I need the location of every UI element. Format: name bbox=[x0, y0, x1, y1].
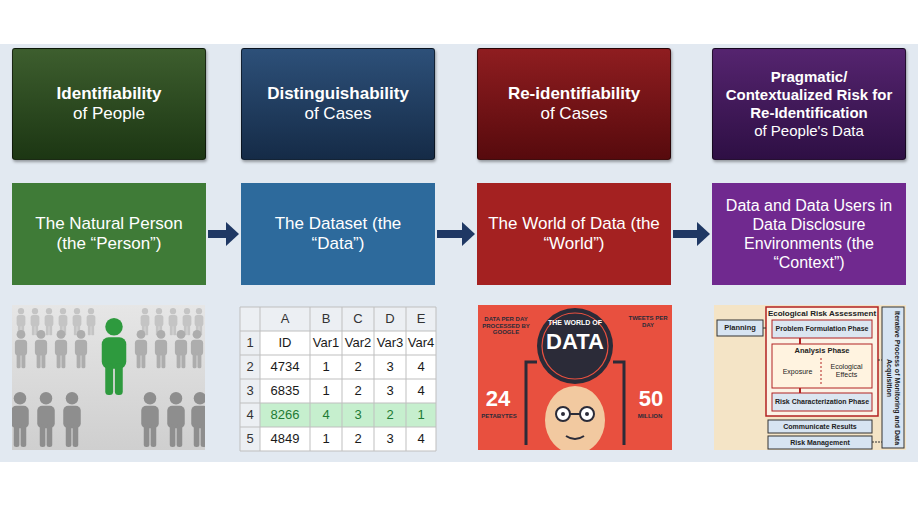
node-text: The Natural Person (the “Person”) bbox=[20, 214, 198, 255]
table-cell: E bbox=[406, 307, 436, 331]
node-text: of Cases bbox=[540, 104, 607, 124]
table-cell: 3 bbox=[374, 355, 406, 379]
table-cell: Var3 bbox=[374, 331, 406, 355]
ecological-flowchart-illustration bbox=[714, 305, 906, 450]
table-cell: 3 bbox=[342, 403, 374, 427]
node-text: of People bbox=[73, 104, 145, 124]
node-text: of Cases bbox=[304, 104, 371, 124]
flowchart-text: Risk Management bbox=[768, 436, 872, 449]
arrow-head bbox=[462, 222, 475, 246]
table-cell: Var1 bbox=[310, 331, 342, 355]
flowchart-text: Ecological Risk Assessment bbox=[766, 308, 878, 320]
flowchart-text: Iterative Process of Monitoring and Data… bbox=[882, 309, 904, 447]
table-cell: 1 bbox=[310, 355, 342, 379]
table-cell: 4 bbox=[240, 403, 260, 427]
background-band bbox=[0, 44, 918, 462]
arrow-shaft bbox=[208, 230, 227, 238]
node-text: of People's Data bbox=[754, 122, 864, 140]
poster-illustration bbox=[478, 305, 672, 450]
table-cell: 2 bbox=[342, 355, 374, 379]
header-box: Pragmatic/ Contextualized Risk for Re-Id… bbox=[712, 48, 906, 160]
flowchart-text: Planning bbox=[717, 320, 763, 336]
concept-box: The World of Data (the “World”) bbox=[477, 183, 671, 285]
table-cell: 3 bbox=[374, 427, 406, 451]
table-cell: ID bbox=[260, 331, 310, 355]
poster-title: DATA bbox=[540, 329, 610, 355]
table-cell: 4849 bbox=[260, 427, 310, 451]
table-cell: 4 bbox=[406, 427, 436, 451]
poster-number: 50 bbox=[634, 386, 668, 412]
flowchart-text: Analysis Phase bbox=[773, 345, 871, 357]
header-box: Identifiabilityof People bbox=[12, 48, 206, 160]
table-cell: 1 bbox=[406, 403, 436, 427]
flowchart-text: Risk Characterization Phase bbox=[773, 393, 871, 411]
poster-number: 24 bbox=[481, 386, 515, 412]
table-cell: 4 bbox=[406, 379, 436, 403]
arrow-head bbox=[226, 222, 239, 246]
flow-arrow bbox=[437, 222, 475, 246]
table-cell: 2 bbox=[342, 379, 374, 403]
node-text: The World of Data (the “World”) bbox=[485, 214, 663, 255]
header-title: Re-identifiability bbox=[508, 84, 640, 104]
header-box: Re-identifiabilityof Cases bbox=[477, 48, 671, 160]
table-cell: 3 bbox=[374, 379, 406, 403]
table-cell: D bbox=[374, 307, 406, 331]
header-box: Distinguishabilityof Cases bbox=[241, 48, 435, 160]
concept-box: Data and Data Users in Data Disclosure E… bbox=[712, 183, 906, 285]
poster-text: DATA PER DAY PROCESSED BY GOOGLE bbox=[481, 311, 531, 341]
table-cell: 1 bbox=[240, 331, 260, 355]
table-cell: 3 bbox=[240, 379, 260, 403]
poster-text: MILLION bbox=[630, 412, 670, 421]
concept-box: The Natural Person (the “Person”) bbox=[12, 183, 206, 285]
table-cell: Var2 bbox=[342, 331, 374, 355]
table-cell: A bbox=[260, 307, 310, 331]
table-cell: C bbox=[342, 307, 374, 331]
arrow-shaft bbox=[437, 230, 463, 238]
header-title: Pragmatic/ Contextualized Risk for Re-Id… bbox=[721, 68, 897, 122]
concept-box: The Dataset (the “Data”) bbox=[241, 183, 435, 285]
table-cell: 2 bbox=[374, 403, 406, 427]
table-cell: 4 bbox=[310, 403, 342, 427]
node-text: The Dataset (the “Data”) bbox=[249, 214, 427, 255]
table-cell: 2 bbox=[342, 427, 374, 451]
poster-text: THE WORLD OF bbox=[545, 318, 605, 328]
table-cell: 2 bbox=[240, 355, 260, 379]
flowchart-text: Exposure bbox=[775, 365, 820, 379]
table-cell: Var4 bbox=[406, 331, 436, 355]
node-text: Data and Data Users in Data Disclosure E… bbox=[720, 196, 898, 273]
table-cell: 1 bbox=[310, 379, 342, 403]
table-cell: 8266 bbox=[260, 403, 310, 427]
table-cell: 4734 bbox=[260, 355, 310, 379]
table-cell: 4 bbox=[406, 355, 436, 379]
table-cell: 6835 bbox=[260, 379, 310, 403]
table-cell: 5 bbox=[240, 427, 260, 451]
poster-text: PETABYTES bbox=[479, 412, 519, 421]
flow-arrow bbox=[673, 222, 710, 246]
header-title: Identifiability bbox=[57, 84, 162, 104]
flowchart-text: Communicate Results bbox=[768, 420, 872, 433]
flow-arrow bbox=[208, 222, 239, 246]
arrow-shaft bbox=[673, 230, 698, 238]
header-title: Distinguishability bbox=[267, 84, 409, 104]
arrow-head bbox=[697, 222, 710, 246]
table-cell: 1 bbox=[310, 427, 342, 451]
flowchart-text: Ecological Effects bbox=[822, 359, 871, 383]
crowd-illustration bbox=[12, 305, 205, 450]
flowchart-text: Problem Formulation Phase bbox=[773, 320, 871, 338]
spreadsheet-illustration bbox=[240, 307, 436, 451]
poster-text: TWEETS PER DAY bbox=[626, 311, 670, 333]
table-cell: B bbox=[310, 307, 342, 331]
